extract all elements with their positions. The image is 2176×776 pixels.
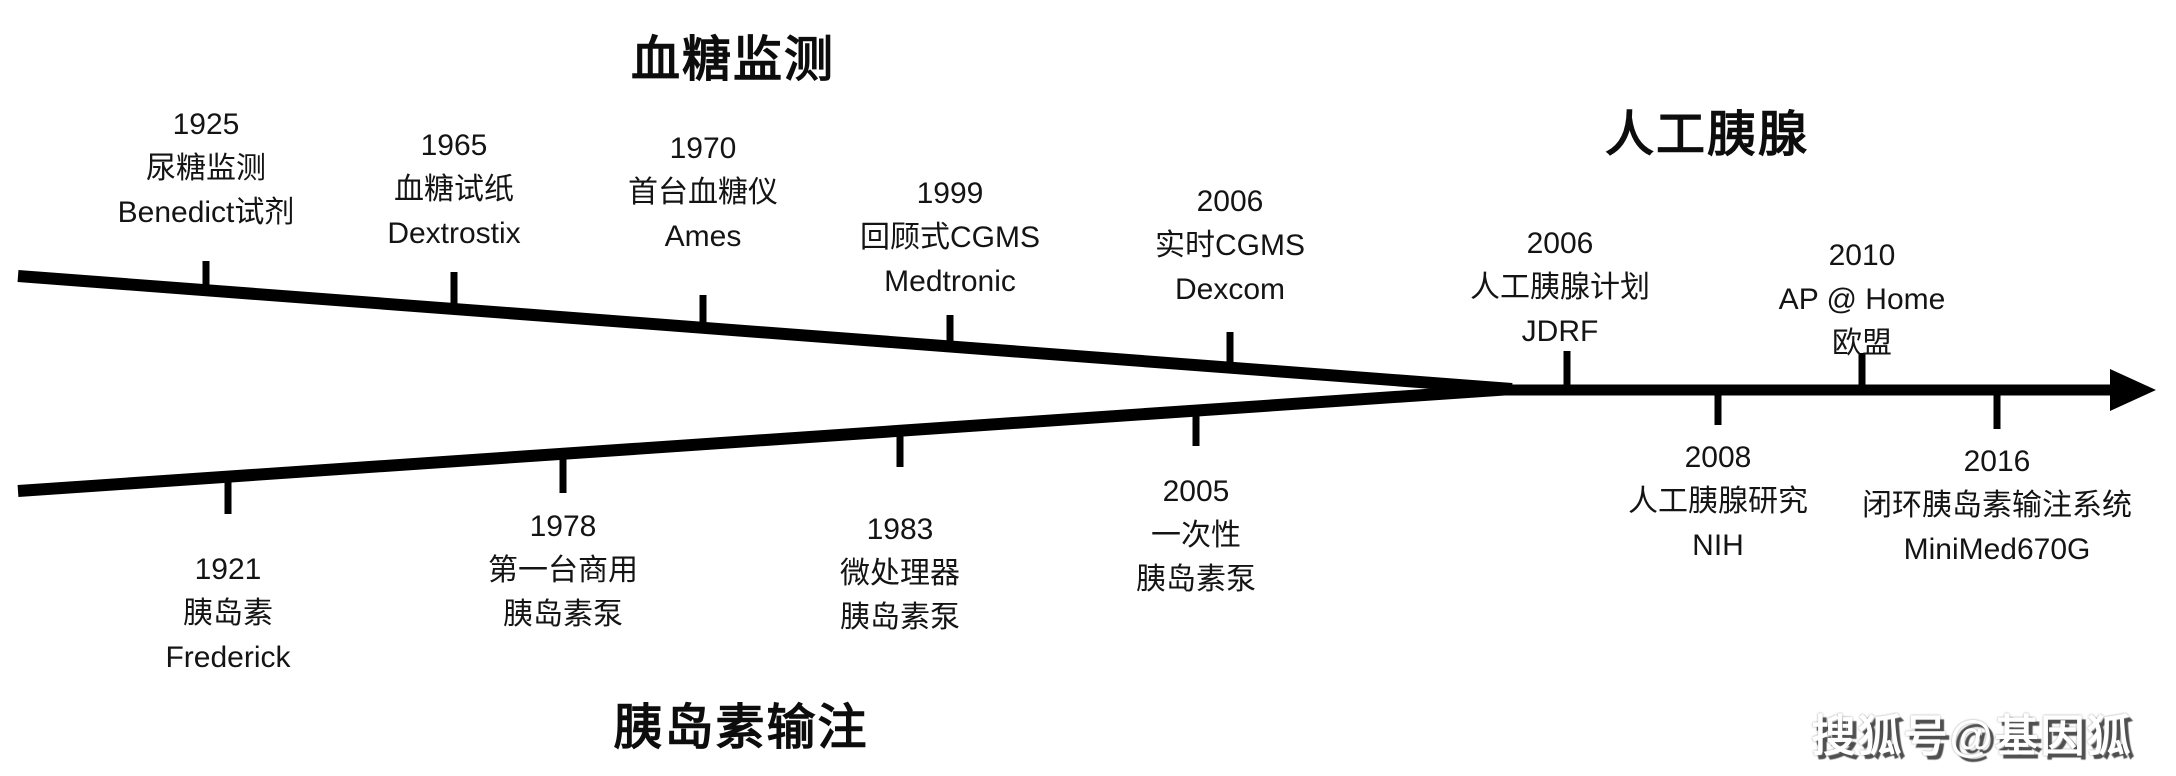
event-title: 首台血糖仪 [628,176,778,209]
event-detail: NIH [1692,529,1744,562]
event-year: 1983 [866,513,934,546]
event-detail: 胰岛素泵 [503,598,623,631]
watermark-text: 搜狐号@基因狐 [1811,712,2133,761]
event-detail: JDRF [1521,315,1599,348]
event-year: 1978 [529,510,597,543]
event-detail: MiniMed670G [1903,533,2091,566]
event-title: 微处理器 [840,557,960,590]
event-year: 1999 [916,177,984,210]
event-1965-test-strip: 1965 血糖试纸 Dextrostix [387,124,520,256]
event-2006-realtime-cgms: 2006 实时CGMS Dexcom [1155,180,1305,312]
monitoring-branch-line [17,270,1513,395]
event-1999-retrospective-cgms: 1999 回顾式CGMS Medtronic [860,172,1040,304]
arrowhead-icon [2110,369,2156,411]
event-detail: 胰岛素泵 [1136,563,1256,596]
event-2005-disposable-pump: 2005 一次性 胰岛素泵 [1136,470,1256,602]
event-title: 闭环胰岛素输注系统 [1862,489,2132,522]
infusion-section-title: 胰岛素输注 [613,701,869,755]
event-title: 人工胰腺研究 [1628,485,1808,518]
event-detail: Ames [664,220,742,253]
event-year: 2006 [1196,185,1264,218]
event-title: 回顾式CGMS [860,221,1040,254]
event-year: 2005 [1162,475,1230,508]
event-2008-nih: 2008 人工胰腺研究 NIH [1628,436,1808,568]
event-title: 第一台商用 [488,554,638,587]
event-year: 1965 [420,129,488,162]
event-1983-microprocessor-pump: 1983 微处理器 胰岛素泵 [840,508,960,640]
event-title: 人工胰腺计划 [1470,271,1650,304]
event-year: 2008 [1684,441,1752,474]
event-year: 2010 [1828,239,1896,272]
artificial-pancreas-section-title: 人工胰腺 [1604,108,1810,162]
event-title: 尿糖监测 [146,152,266,185]
event-2010-ap-at-home: 2010 AP @ Home 欧盟 [1779,234,1946,366]
event-title: 血糖试纸 [393,173,514,206]
event-year: 1925 [172,108,240,141]
event-title: 一次性 [1151,519,1241,552]
event-year: 1921 [194,553,262,586]
event-detail: Dexcom [1174,273,1286,306]
event-title: 胰岛素 [183,597,273,630]
monitoring-section-title: 血糖监测 [630,33,836,87]
event-1925-urine-glucose: 1925 尿糖监测 Benedict试剂 [118,103,295,235]
event-1921-insulin: 1921 胰岛素 Frederick [165,548,290,680]
event-2016-minimed670g: 2016 闭环胰岛素输注系统 MiniMed670G [1862,440,2132,572]
event-detail: 欧盟 [1831,327,1892,360]
event-detail: Benedict试剂 [117,196,295,229]
event-1978-commercial-pump: 1978 第一台商用 胰岛素泵 [488,505,638,637]
event-detail: Frederick [165,641,291,674]
event-year: 2016 [1963,445,2031,478]
event-1970-glucose-meter: 1970 首台血糖仪 Ames [628,127,778,259]
event-year: 2006 [1526,227,1594,260]
event-title: AP @ Home [1778,283,1946,316]
event-2006-jdrf: 2006 人工胰腺计划 JDRF [1470,222,1650,354]
infusion-branch-line [17,383,1513,497]
event-title: 实时CGMS [1155,229,1305,262]
event-detail: 胰岛素泵 [840,601,960,634]
event-detail: Medtronic [884,265,1016,298]
event-detail: Dextrostix [387,217,521,250]
event-year: 1970 [669,132,737,165]
